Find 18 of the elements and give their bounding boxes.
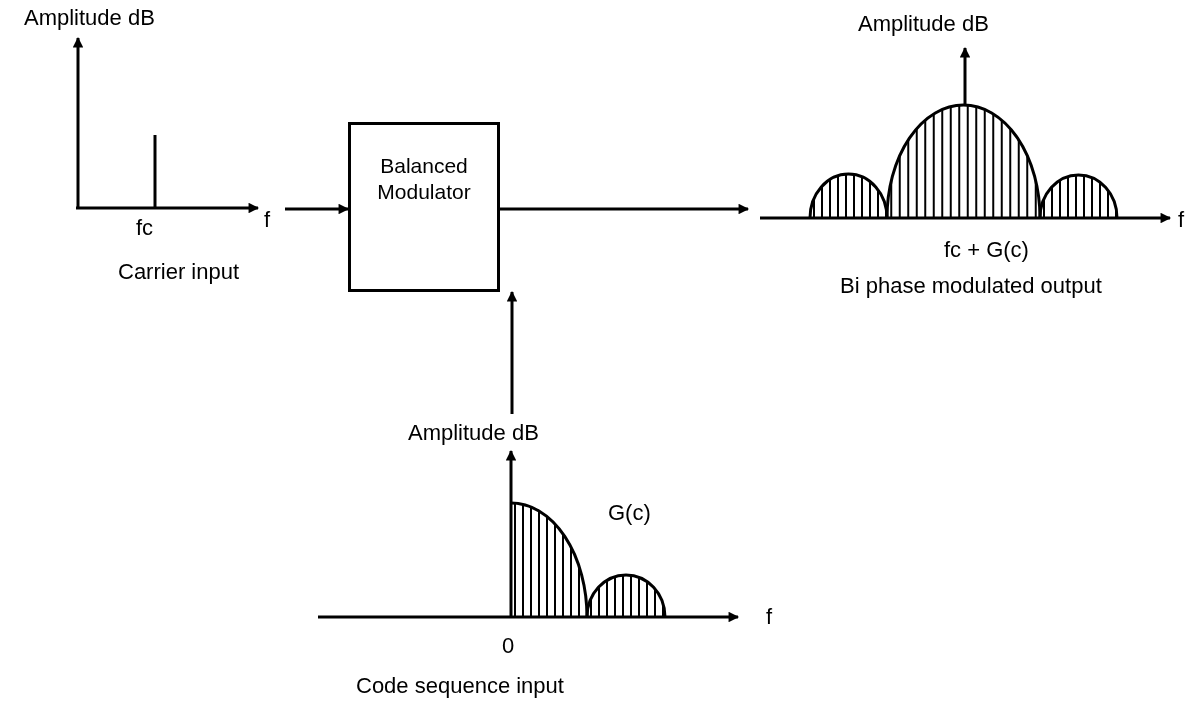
text-label: fc (136, 214, 155, 242)
arrow (500, 203, 750, 215)
text-label: Amplitude dB (408, 419, 540, 447)
process-box (348, 122, 500, 292)
text-label: Carrier input (118, 258, 241, 286)
text-label: 0 (502, 632, 516, 660)
text-label: Amplitude dB (24, 4, 156, 32)
text-label: G(c) (608, 499, 652, 527)
text-label: Bi phase modulated output (840, 272, 1103, 300)
text-label: f (1178, 206, 1186, 234)
arrow (506, 290, 518, 414)
text-label: fc + G(c) (944, 236, 1030, 264)
box-label: Balanced Modulator (376, 153, 472, 206)
text-label: f (264, 206, 272, 234)
text-label: Amplitude dB (858, 10, 990, 38)
text-label: f (766, 603, 774, 631)
text-label: Code sequence input (356, 672, 565, 700)
arrow (285, 203, 350, 215)
